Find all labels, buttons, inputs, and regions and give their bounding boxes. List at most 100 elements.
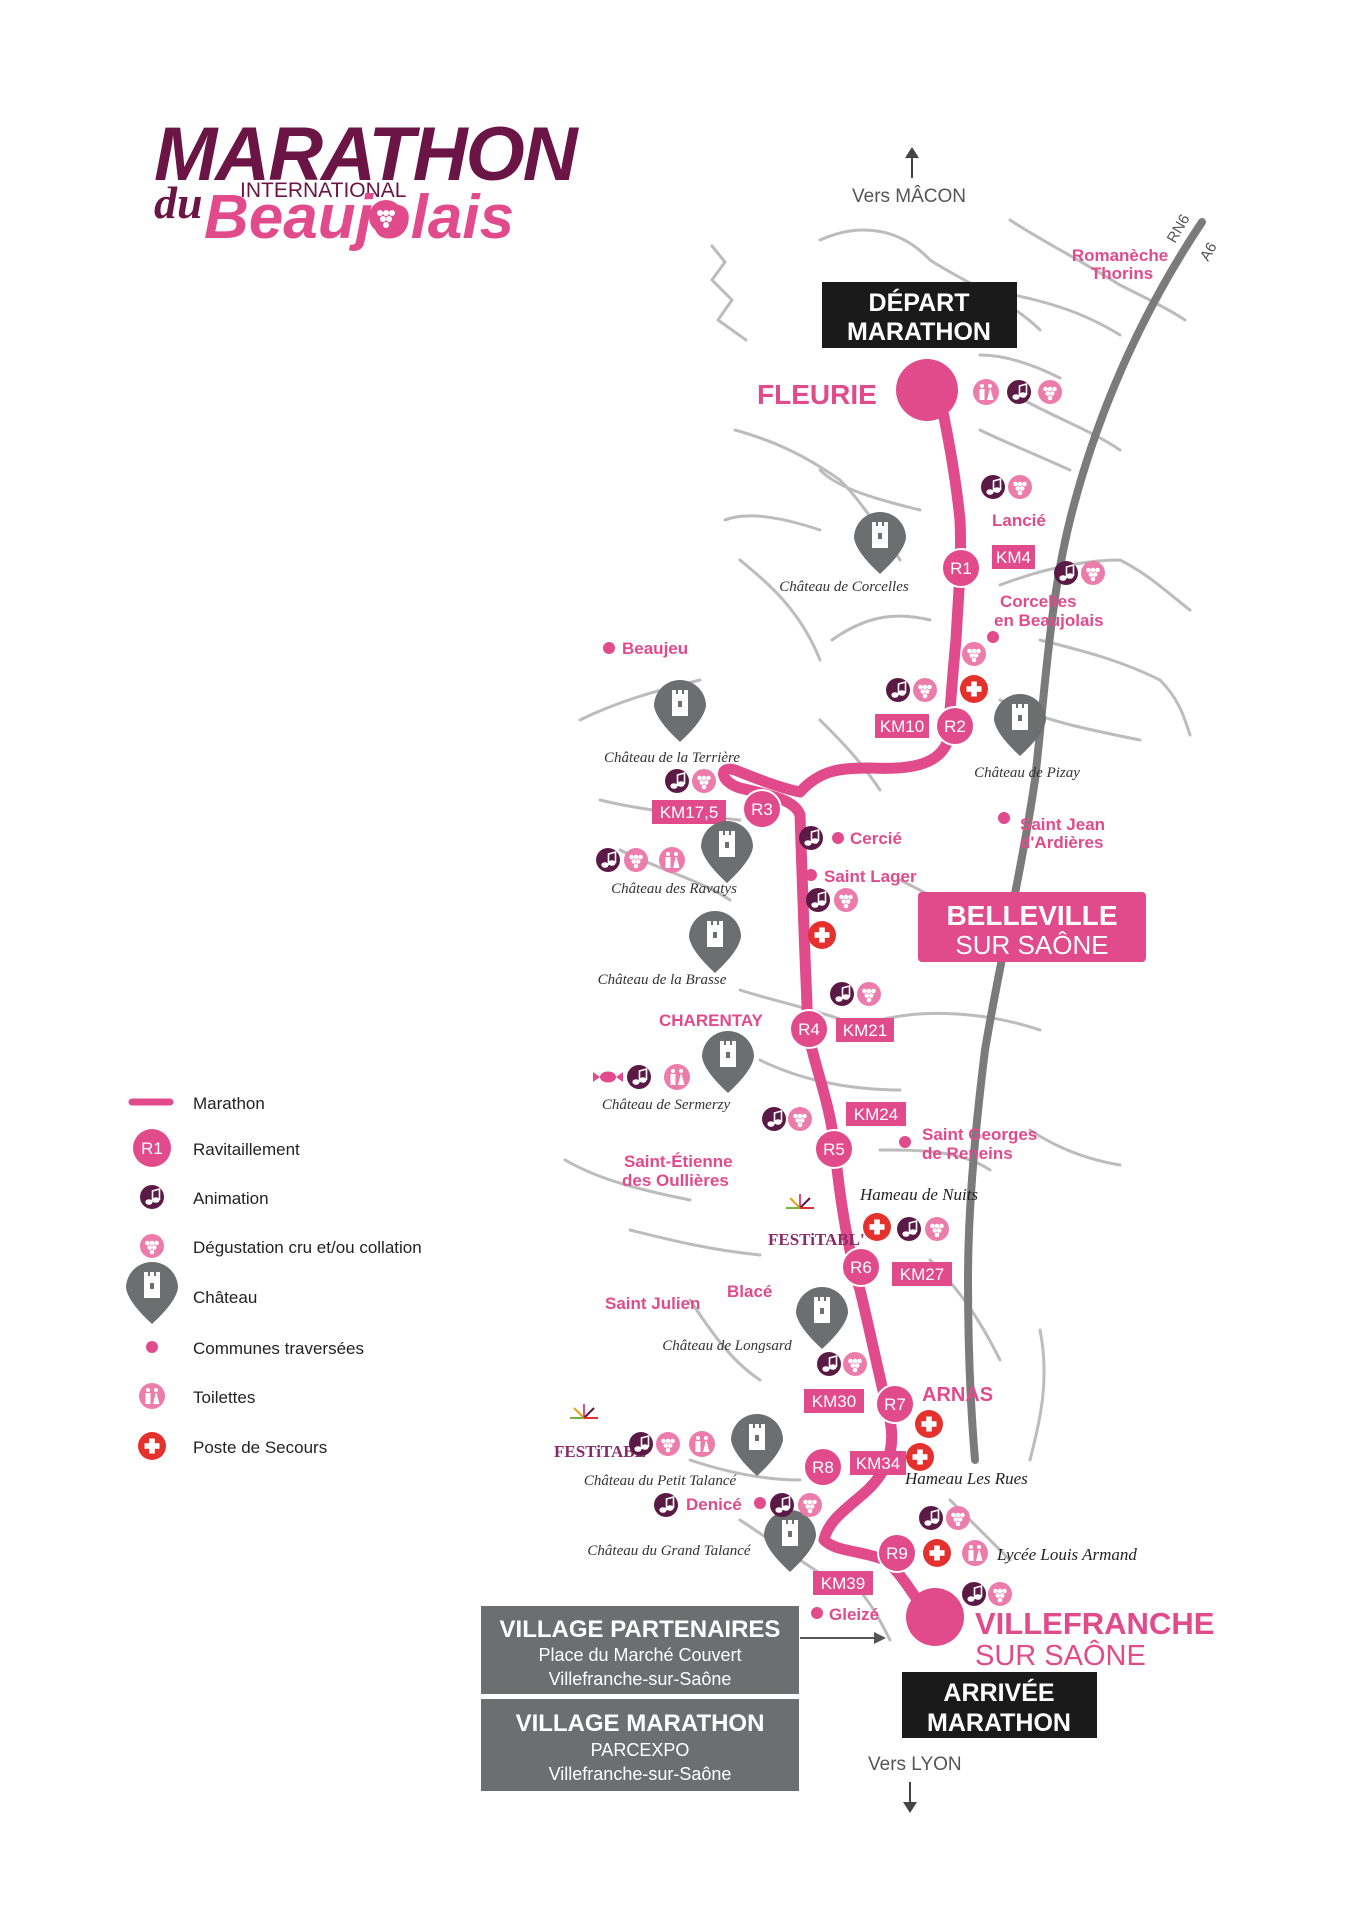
chateau-grand-talance-icon <box>764 1510 816 1572</box>
grape-icon <box>798 1493 822 1517</box>
music-note-icon <box>896 1216 922 1242</box>
legend-communes-label: Communes traversées <box>193 1339 364 1358</box>
legend-toilettes-label: Toilettes <box>193 1388 255 1407</box>
grape-icon <box>1008 475 1032 499</box>
station-r5: R5 <box>814 1129 854 1169</box>
town-saint-etienne-sub: des Oullières <box>622 1171 729 1190</box>
music-note-icon <box>628 1431 654 1457</box>
svg-text:R9: R9 <box>886 1544 908 1563</box>
candy-icon <box>593 1071 623 1083</box>
legend-chateau-label: Château <box>193 1288 257 1307</box>
legend-secours-label: Poste de Secours <box>193 1438 327 1457</box>
town-cercie: Cercié <box>850 829 902 848</box>
first-aid-cross-icon <box>863 1213 891 1241</box>
music-note-icon <box>980 474 1006 500</box>
town-villefranche-sub: SUR SAÔNE <box>975 1638 1146 1672</box>
town-beaujeu: Beaujeu <box>622 639 688 658</box>
legend-item-communes: Communes traversées <box>146 1339 364 1358</box>
start-circle <box>896 359 958 421</box>
town-villefranche: VILLEFRANCHE <box>975 1606 1214 1641</box>
svg-text:KM27: KM27 <box>900 1265 944 1284</box>
logo-beaujolais: Beaujolais <box>204 183 514 252</box>
chateau-terriere-icon <box>654 680 706 742</box>
village-marathon-box: VILLAGE MARATHON PARCEXPO Villefranche-s… <box>481 1699 799 1791</box>
legend-item-chateau: Château <box>126 1262 257 1324</box>
dot-gleize <box>811 1607 823 1619</box>
chateaux: Château de Corcelles Château de la Terri… <box>584 512 1080 1572</box>
toilet-icon <box>139 1383 165 1409</box>
km-marker-30: KM30 <box>804 1389 864 1413</box>
km-marker-4: KM4 <box>992 545 1035 569</box>
toilet-icon <box>962 1540 988 1566</box>
km-markers: KM4 KM10 KM17,5 KM21 KM24 KM27 KM30 KM34… <box>652 545 1035 1595</box>
km-marker-10: KM10 <box>875 714 929 738</box>
legend: Marathon R1 Ravitaillement Animation Dég… <box>126 1094 422 1460</box>
dot-saint-lager <box>805 869 817 881</box>
music-note-icon <box>1053 560 1079 586</box>
grape-icon <box>946 1506 970 1530</box>
km-marker-27: KM27 <box>892 1262 952 1286</box>
village-partenaires-line2: Place du Marché Couvert <box>538 1645 741 1665</box>
legend-item-toilettes: Toilettes <box>139 1383 255 1409</box>
route-service-icons <box>593 379 1105 1607</box>
music-note-icon <box>918 1505 944 1531</box>
arrivee-line1: ARRIVÉE <box>943 1678 1054 1707</box>
toilet-icon <box>659 847 685 873</box>
commune-dot-icon <box>146 1341 158 1353</box>
south-arrow-icon <box>903 1782 917 1813</box>
music-note-icon <box>816 1351 842 1377</box>
station-r6: R6 <box>841 1247 881 1287</box>
toilet-icon <box>973 379 999 405</box>
marathon-route <box>718 379 967 1621</box>
village-arrow-icon <box>800 1632 886 1644</box>
grape-icon <box>140 1234 164 1258</box>
chateau-longsard-label: Château de Longsard <box>662 1338 792 1354</box>
svg-text:KM4: KM4 <box>996 548 1031 567</box>
place-lycee: Lycée Louis Armand <box>996 1545 1137 1564</box>
chateau-ravatys-label: Château des Ravatys <box>611 881 737 897</box>
grape-icon <box>1081 561 1105 585</box>
svg-text:R2: R2 <box>944 717 966 736</box>
svg-text:R7: R7 <box>884 1395 906 1414</box>
town-saint-julien: Saint Julien <box>605 1294 700 1313</box>
logo-du: du <box>154 177 203 228</box>
logo-grape-icon <box>369 200 403 234</box>
highways <box>963 218 1206 1464</box>
dot-beaujeu <box>603 642 615 654</box>
town-saint-etienne: Saint-Étienne <box>624 1152 733 1171</box>
chateau-petit-talance-icon <box>731 1414 783 1476</box>
town-saint-georges-sub: de Reneins <box>922 1144 1013 1163</box>
arrivee-line2: MARATHON <box>927 1709 1071 1737</box>
chateau-petit-talance-label: Château du Petit Talancé <box>584 1473 738 1489</box>
svg-text:KM17,5: KM17,5 <box>660 803 719 822</box>
music-note-icon <box>761 1106 787 1132</box>
depart-line2: MARATHON <box>847 318 991 346</box>
festitabl-logo-1: FESTiTABL' <box>768 1194 865 1249</box>
station-r3: R3 <box>742 789 782 829</box>
music-note-icon <box>805 887 831 913</box>
chateau-icon <box>126 1262 178 1324</box>
place-hameau-nuits: Hameau de Nuits <box>859 1185 978 1204</box>
first-aid-cross-icon <box>915 1410 943 1438</box>
station-r7: R7 <box>875 1384 915 1424</box>
first-aid-cross-icon <box>808 921 836 949</box>
town-fleurie: FLEURIE <box>757 379 877 410</box>
svg-text:R1: R1 <box>141 1139 163 1158</box>
music-note-icon <box>798 825 824 851</box>
first-aid-cross-icon <box>960 675 988 703</box>
legend-degustation-label: Dégustation cru et/ou collation <box>193 1238 422 1257</box>
town-charentay: CHARENTAY <box>659 1011 764 1030</box>
chateau-pizay-label: Château de Pizay <box>974 765 1080 781</box>
music-note-icon <box>829 981 855 1007</box>
station-r9: R9 <box>877 1533 917 1573</box>
festitabl-text-1: FESTiTABL' <box>768 1230 865 1249</box>
dot-corcelles <box>987 631 999 643</box>
village-marathon-line2: PARCEXPO <box>591 1740 690 1760</box>
chateau-sermerzy-icon <box>702 1031 754 1093</box>
legend-item-ravitaillement: R1 Ravitaillement <box>133 1129 300 1167</box>
town-arnas: ARNAS <box>922 1384 993 1406</box>
svg-text:R8: R8 <box>812 1458 834 1477</box>
station-r2: R2 <box>935 706 975 746</box>
belleville-line1: BELLEVILLE <box>946 900 1117 931</box>
